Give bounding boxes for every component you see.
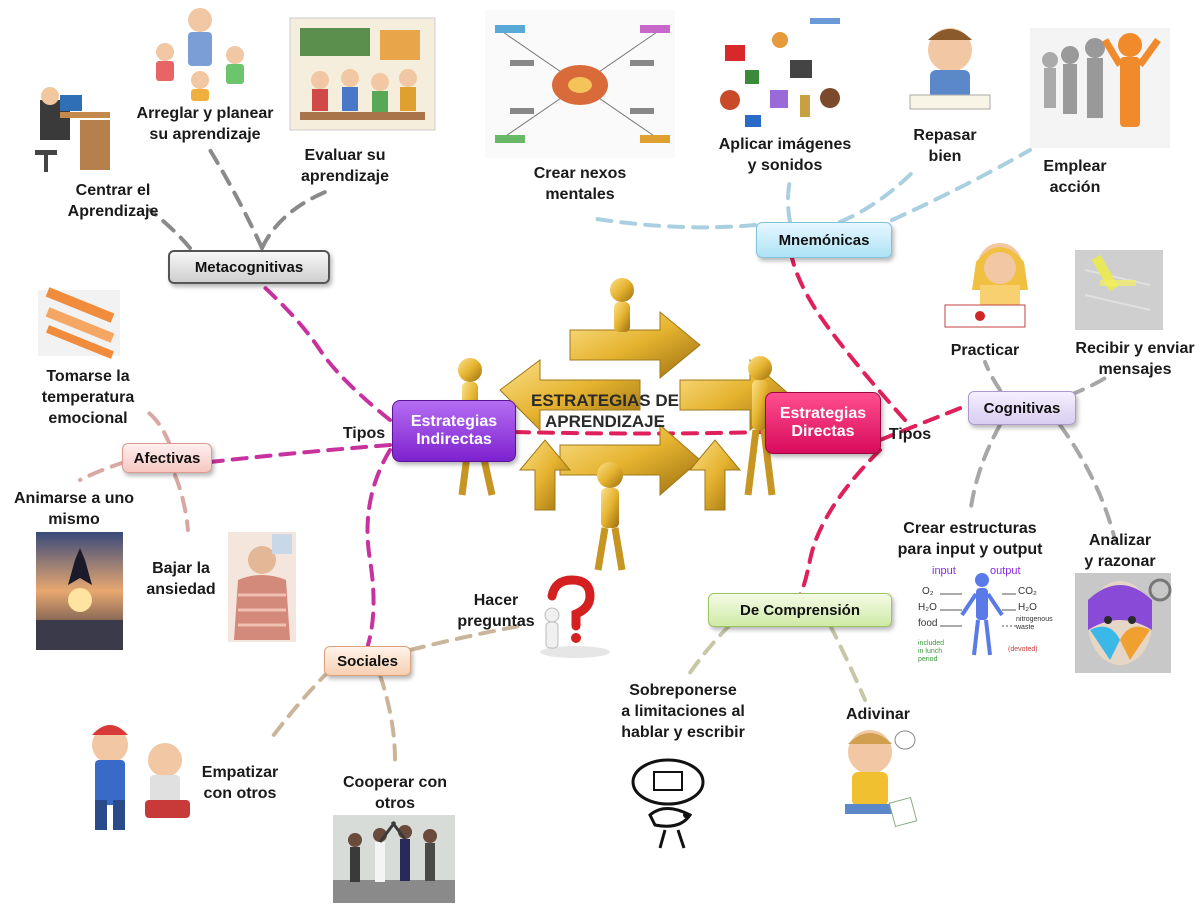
gold-puzzle-figures-icon	[458, 278, 791, 571]
io-food: food	[918, 618, 938, 629]
leaf-recibir-enviar: Recibir y enviar mensajes	[1075, 340, 1195, 378]
link-indirectas-sociales	[365, 448, 392, 647]
link-metacognitivas-evaluar	[260, 188, 332, 250]
link-sociales-cooperar	[378, 673, 397, 762]
link-sociales-preguntas	[408, 623, 527, 652]
girl-writing-icon	[944, 243, 1028, 328]
node-estrategias-indirectas[interactable]: Estrategias Indirectas	[392, 400, 516, 462]
leaf-bajar-ansiedad: Bajar la ansiedad	[146, 560, 216, 598]
io-h2o-out: H₂O	[1018, 602, 1037, 613]
node-estrategias-directas[interactable]: Estrategias Directas	[765, 392, 881, 454]
io-nitrogenous-waste: nitrogenous waste	[1016, 616, 1053, 631]
tipos-label-left: Tipos	[342, 425, 386, 442]
leaf-repasar-bien: Repasar bien	[913, 127, 977, 165]
leaf-animarse: Animarse a uno mismo	[13, 490, 135, 528]
leaf-centrar-aprendizaje: Centrar el Aprendizaje	[67, 182, 159, 220]
io-h2o-in: H₂O	[918, 602, 937, 613]
sunset-jump-photo-icon	[36, 532, 123, 650]
leader-figure-icon	[1030, 28, 1170, 148]
boy-studying-icon	[909, 28, 991, 110]
link-indirectas-afectivas	[208, 443, 392, 464]
node-mnemonicas[interactable]: Mnemónicas	[756, 222, 892, 258]
io-input-label: input	[932, 565, 956, 577]
leaf-arreglar-planear: Arreglar y planear su aprendizaje	[136, 105, 274, 143]
tipos-label-right: Tipos	[888, 426, 932, 443]
link-directas-cognitivas	[878, 403, 970, 442]
leaf-sobreponerse: Sobreponerse a limitaciones al hablar y …	[621, 682, 745, 741]
computer-desk-icon	[35, 87, 110, 172]
leaf-practicar: Practicar	[950, 342, 1020, 359]
link-cognitivas-estructuras	[968, 423, 1002, 517]
objects-collage-icon	[720, 18, 840, 127]
central-topic-title: ESTRATEGIAS DE APRENDIZAJE	[531, 391, 679, 431]
link-cognitivas-practicar	[983, 360, 1002, 392]
node-cognitivas[interactable]: Cognitivas	[968, 391, 1076, 425]
io-o2: O₂	[922, 586, 934, 597]
link-mnemonicas-repasar	[838, 168, 917, 224]
colorful-face-icon	[1075, 573, 1172, 673]
link-center	[513, 430, 767, 436]
classroom-icon	[289, 17, 436, 131]
leaf-emplear-accion: Emplear acción	[1043, 158, 1107, 196]
leaf-adivinar: Adivinar	[845, 706, 910, 723]
leaf-crear-nexos: Crear nexos mentales	[533, 165, 627, 203]
leaf-crear-estructuras: Crear estructuras para input y output	[897, 520, 1043, 558]
children-comforting-icon	[92, 725, 190, 830]
node-metacognitivas[interactable]: Metacognitivas	[168, 250, 330, 284]
io-output-label: output	[990, 565, 1021, 577]
link-directas-mnemonicas	[790, 256, 907, 422]
link-afectivas-temperatura	[143, 408, 172, 447]
link-sociales-empatizar	[268, 668, 332, 742]
people-cooperating-photo-icon	[333, 815, 455, 903]
leaf-analizar-razonar: Analizar y razonar	[1084, 532, 1156, 570]
link-comprension-adivinar	[828, 623, 867, 702]
node-de-comprension[interactable]: De Comprensión	[708, 593, 892, 627]
link-indirectas-metacognitivas	[260, 283, 392, 422]
node-sociales[interactable]: Sociales	[324, 646, 411, 676]
link-cognitivas-analizar	[1058, 423, 1117, 542]
link-directas-comprension	[798, 448, 882, 597]
leaf-cooperar: Cooperar con otros	[342, 774, 447, 812]
leaf-aplicar-imagenes: Aplicar imágenes y sonidos	[718, 136, 852, 174]
relaxing-person-photo-icon	[228, 532, 296, 642]
link-mnemonicas-accion	[868, 148, 1032, 232]
highlighter-icon	[1075, 250, 1163, 330]
io-devoted-note: (devoted)	[1008, 646, 1038, 653]
io-co2: CO₂	[1018, 586, 1037, 597]
body-diagram-icon	[940, 573, 1016, 656]
thermometer-photo-icon	[38, 287, 120, 359]
link-mnemonicas-imagenes	[786, 178, 792, 224]
boy-guessing-icon	[845, 730, 918, 828]
link-comprension-sobreponerse	[683, 623, 732, 682]
link-afectivas-animarse	[78, 460, 127, 482]
leaf-temperatura-emocional: Tomarse la temperatura emocional	[41, 368, 135, 427]
link-afectivas-ansiedad	[173, 473, 190, 532]
link-metacognitivas-centrar	[148, 208, 192, 250]
mind-map-icon	[485, 10, 675, 158]
leaf-hacer-preguntas: Hacer preguntas	[457, 592, 535, 630]
link-mnemonicas-nexos	[588, 216, 757, 230]
question-mark-icon	[540, 575, 610, 658]
speech-bubble-icon	[631, 758, 705, 849]
leaf-empatizar: Empatizar con otros	[201, 764, 279, 802]
leaf-evaluar-aprendizaje: Evaluar su aprendizaje	[300, 147, 390, 185]
kids-group-icon	[156, 8, 244, 101]
link-metacognitivas-arreglar	[208, 148, 264, 250]
io-included-note: included in lunch period	[918, 640, 945, 663]
node-afectivas[interactable]: Afectivas	[122, 443, 212, 473]
